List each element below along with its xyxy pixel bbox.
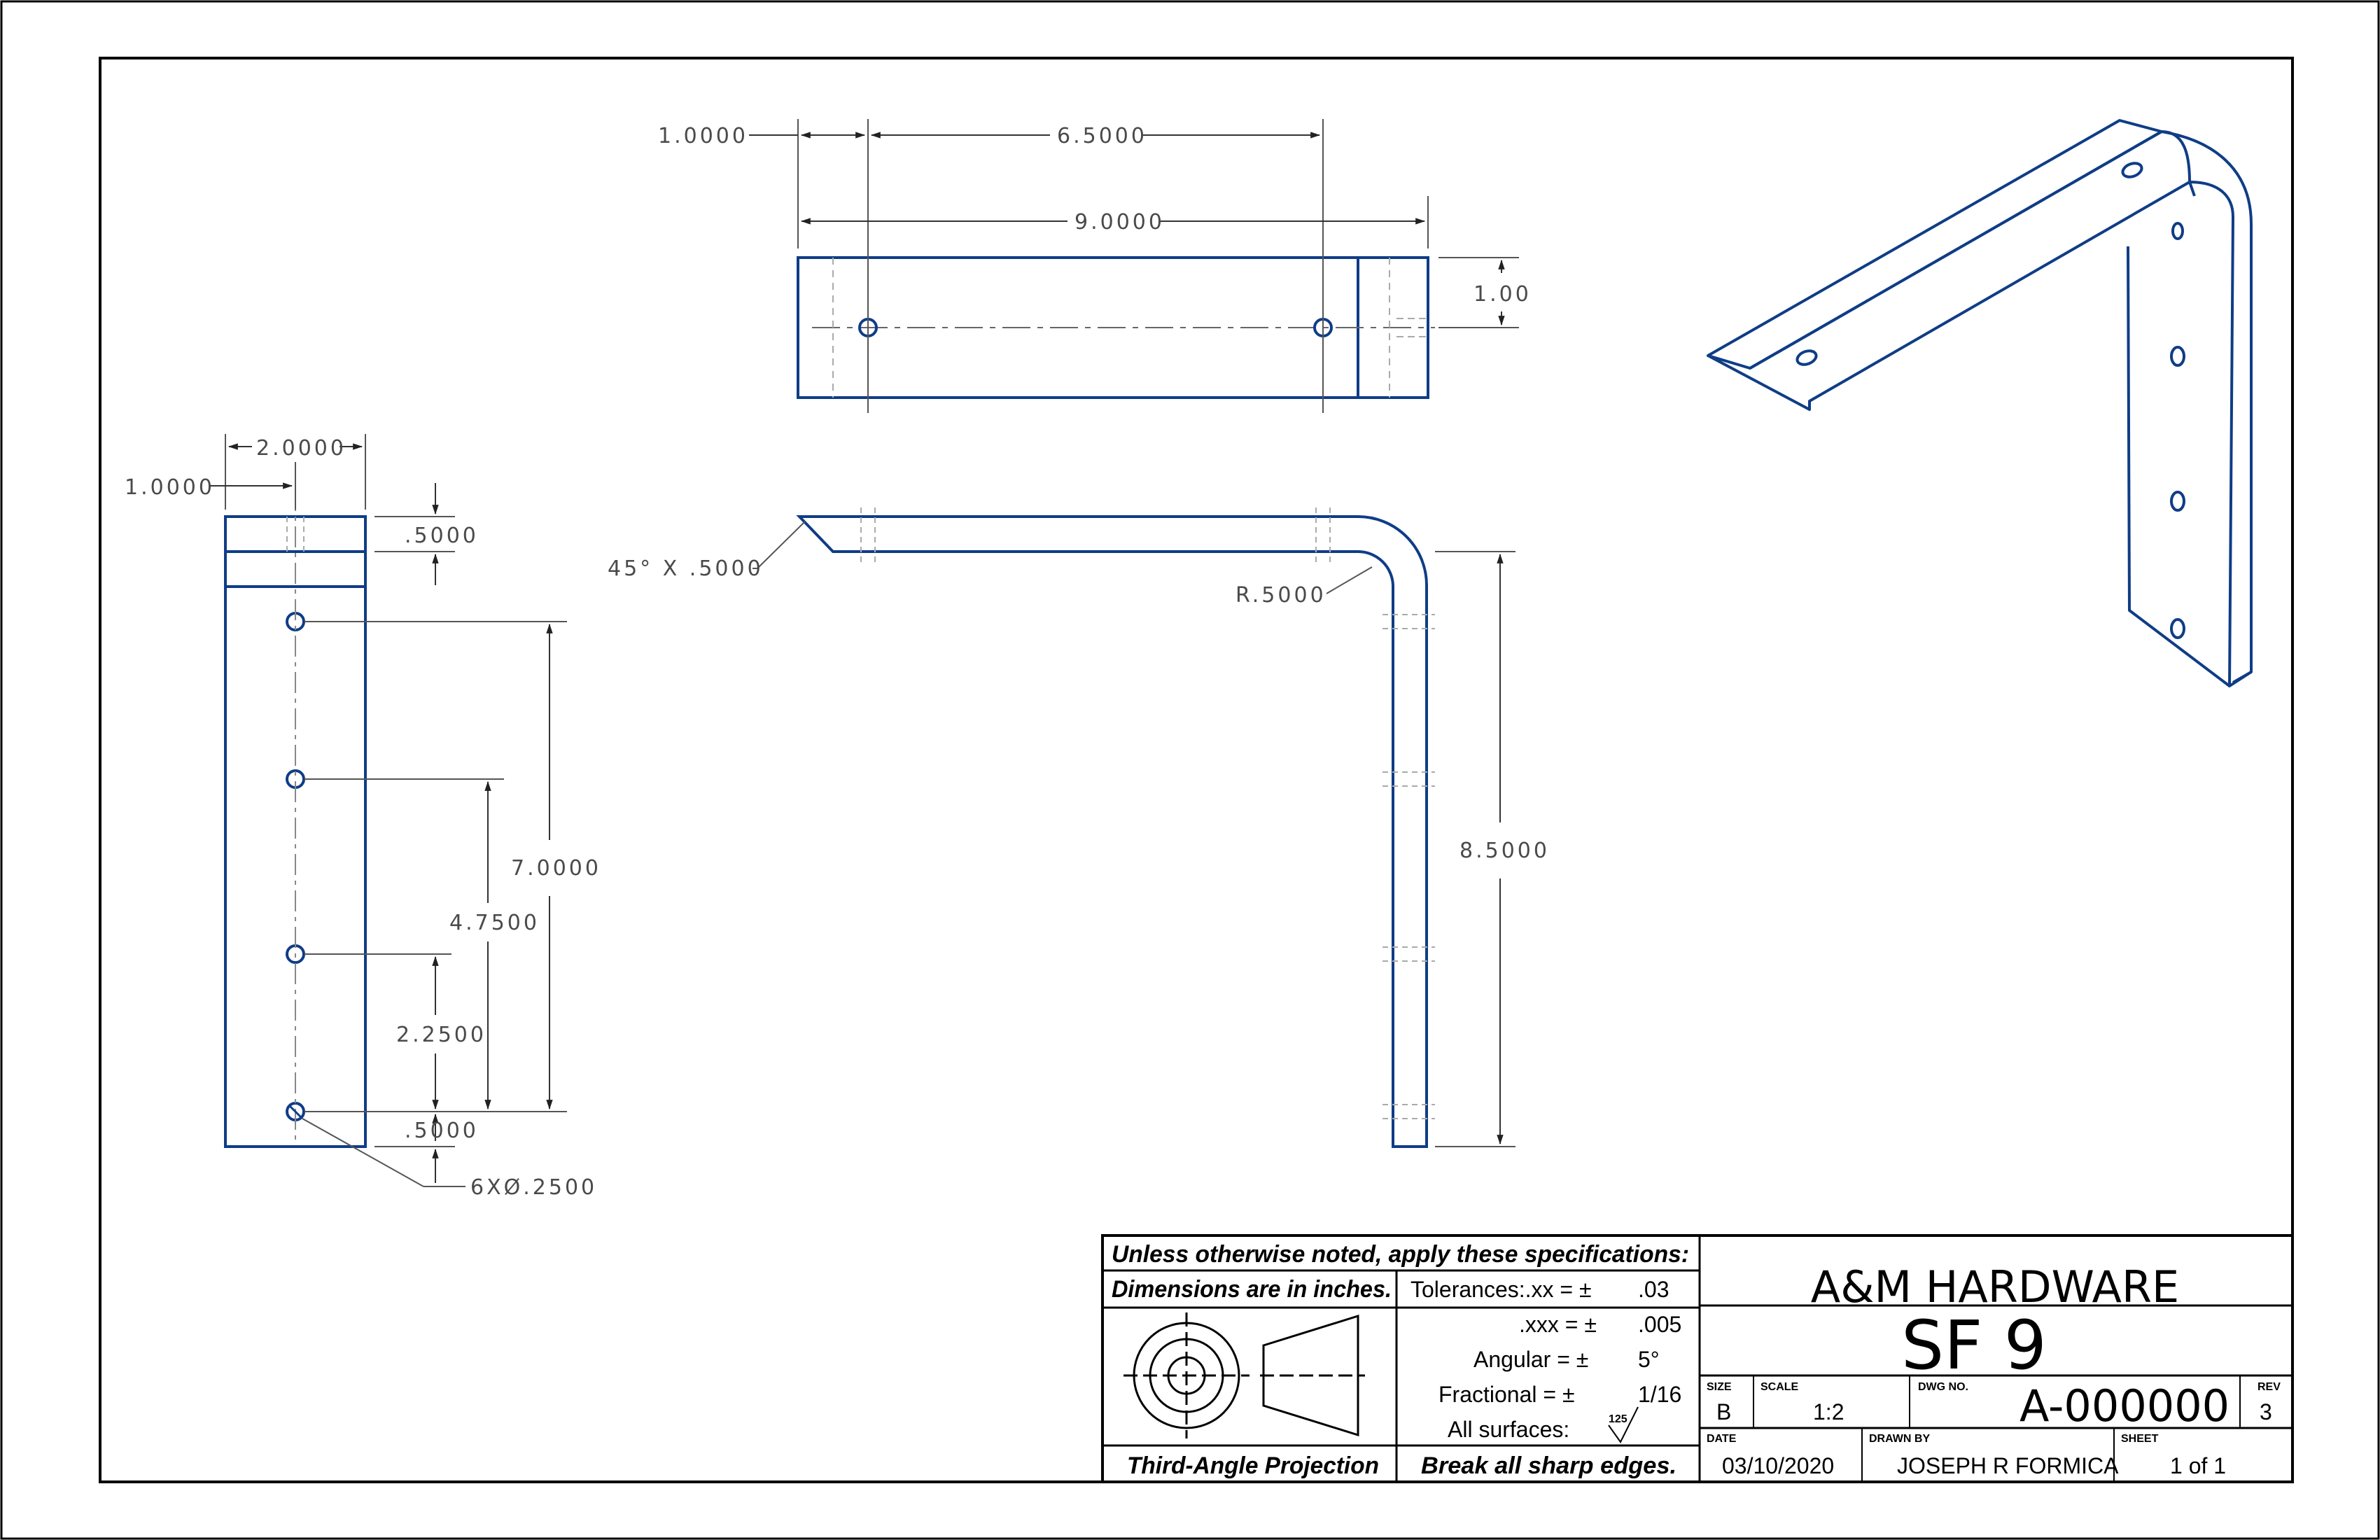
size-value: B (1716, 1399, 1731, 1424)
dim-chamfer: 45° X .5000 (608, 556, 764, 581)
hole-icon (1795, 349, 1818, 366)
date-value: 03/10/2020 (1722, 1453, 1834, 1478)
scale-value: 1:2 (1813, 1399, 1844, 1424)
fractional-value: 1/16 (1638, 1382, 1681, 1407)
units-note: Dimensions are in inches. (1112, 1276, 1392, 1303)
rev-value: 3 (2260, 1399, 2272, 1424)
hole-icon (2170, 346, 2185, 367)
hole-icon (2170, 491, 2185, 512)
projection-label: Third-Angle Projection (1127, 1452, 1379, 1479)
scale-label: SCALE (1760, 1381, 1799, 1393)
hole-icon (2121, 162, 2143, 178)
dim-side-offset: 1.0000 (125, 475, 215, 500)
third-angle-projection-icon (1124, 1312, 1365, 1438)
dim-holes: 6XØ.2500 (470, 1175, 597, 1200)
isometric-view (1707, 119, 2253, 687)
angular-label: Angular = ± (1474, 1347, 1588, 1372)
surface-finish-value: 125 (1609, 1413, 1628, 1425)
drawn-by-value: JOSEPH R FORMICA (1897, 1453, 2119, 1478)
sheet-value: 1 of 1 (2170, 1453, 2226, 1478)
dim-side-top: .5000 (405, 524, 479, 548)
dim-radius: R.5000 (1236, 583, 1326, 608)
top-view: 1.0000 6.5000 9.0000 1.00 (658, 119, 1532, 413)
angular-value: 5° (1638, 1347, 1660, 1372)
surface-finish-icon (1608, 1406, 1639, 1443)
hole-icon (2171, 222, 2184, 240)
sheet-label: SHEET (2121, 1433, 2159, 1445)
tolerance-xxx: .005 (1638, 1312, 1681, 1337)
dim-side-7: 7.0000 (511, 856, 601, 881)
dim-side-475: 4.7500 (449, 911, 540, 935)
elevation-view: 45° X .5000 R.5000 8.5000 (608, 507, 1550, 1148)
part-name: SF 9 (1901, 1306, 2047, 1385)
dim-top-overall: 9.0000 (1074, 210, 1165, 234)
dim-side-width: 2.0000 (256, 436, 346, 461)
spec-header: Unless otherwise noted, apply these spec… (1112, 1241, 1689, 1268)
title-block: Unless otherwise noted, apply these spec… (1101, 1234, 2294, 1483)
tolerance-xxx-label: .xxx = ± (1519, 1312, 1597, 1337)
company-name: A&M HARDWARE (1811, 1261, 2179, 1312)
dim-top-offset: 1.0000 (658, 124, 748, 148)
hole-icon (2170, 618, 2185, 639)
dwg-label: DWG NO. (1918, 1381, 1968, 1393)
dim-side-bottom: .5000 (405, 1119, 479, 1143)
side-view: 2.0000 1.0000 .5000 7.0000 4.7500 2.2500… (125, 434, 601, 1200)
date-label: DATE (1707, 1433, 1737, 1445)
dim-side-225: 2.2500 (396, 1023, 486, 1047)
dim-top-width: 1.00 (1474, 282, 1532, 307)
edges-note: Break all sharp edges. (1421, 1452, 1676, 1479)
dwg-number: A-000000 (2019, 1380, 2230, 1432)
tolerance-label: Tolerances:.xx = ± (1410, 1277, 1592, 1302)
size-label: SIZE (1707, 1381, 1732, 1393)
fractional-label: Fractional = ± (1438, 1382, 1575, 1407)
dim-height: 8.5000 (1460, 839, 1550, 863)
rev-label: REV (2258, 1381, 2281, 1393)
drawn-by-label: DRAWN BY (1869, 1433, 1930, 1445)
surfaces-label: All surfaces: (1448, 1417, 1569, 1442)
tolerance-xx: .03 (1638, 1277, 1669, 1302)
dim-top-spacing: 6.5000 (1057, 124, 1147, 148)
